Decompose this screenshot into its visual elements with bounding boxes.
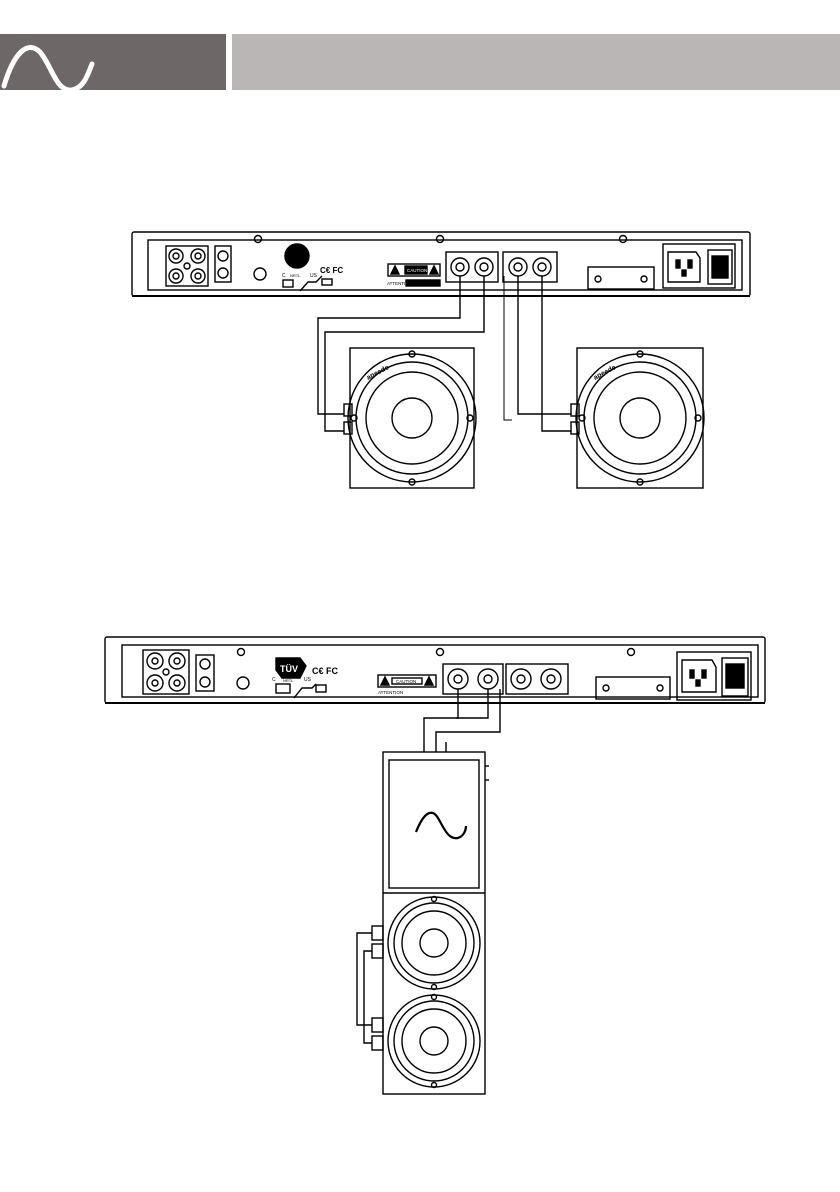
attention-label-top: ATTENTION bbox=[387, 281, 412, 286]
speaker-output-terminals-bottom bbox=[443, 664, 568, 694]
speaker-right bbox=[571, 348, 704, 488]
speaker-left bbox=[344, 348, 476, 488]
power-inlet-top bbox=[663, 244, 735, 288]
certifications-top: C€ FC bbox=[320, 266, 343, 275]
rca-inputs-top bbox=[166, 246, 208, 286]
speaker-cables-top bbox=[318, 276, 571, 431]
tower-speaker bbox=[357, 752, 489, 1094]
cert-mark-bottom-bottom: NRTL bbox=[283, 678, 294, 683]
cert-mark-left-top: C bbox=[282, 273, 286, 279]
power-inlet-bottom bbox=[677, 652, 751, 700]
cert-mark-bottom-top: NRTL bbox=[290, 273, 301, 278]
caution-label-top: CAUTION bbox=[407, 268, 427, 273]
cert-mark-right-top: US bbox=[310, 273, 318, 279]
speaker-output-terminals-top bbox=[446, 252, 557, 282]
speaker-brand-right: apeede bbox=[593, 364, 618, 382]
cert-mark-left-bottom: C bbox=[272, 677, 276, 683]
tuv-mark: TÜV bbox=[280, 664, 298, 674]
cert-mark-right-bottom: US bbox=[304, 677, 312, 683]
amplifier-rear-panel-bottom bbox=[105, 637, 765, 703]
certifications-bottom: C€ FC bbox=[312, 666, 339, 676]
caution-label-bottom: CAUTION bbox=[396, 679, 416, 684]
attention-label-bottom: ATTENTION bbox=[378, 690, 403, 695]
speaker-cables-bottom bbox=[424, 689, 500, 752]
rca-inputs-bottom bbox=[143, 650, 189, 694]
sine-wave-icon bbox=[416, 813, 466, 838]
amplifier-rear-panel-top bbox=[132, 232, 750, 296]
